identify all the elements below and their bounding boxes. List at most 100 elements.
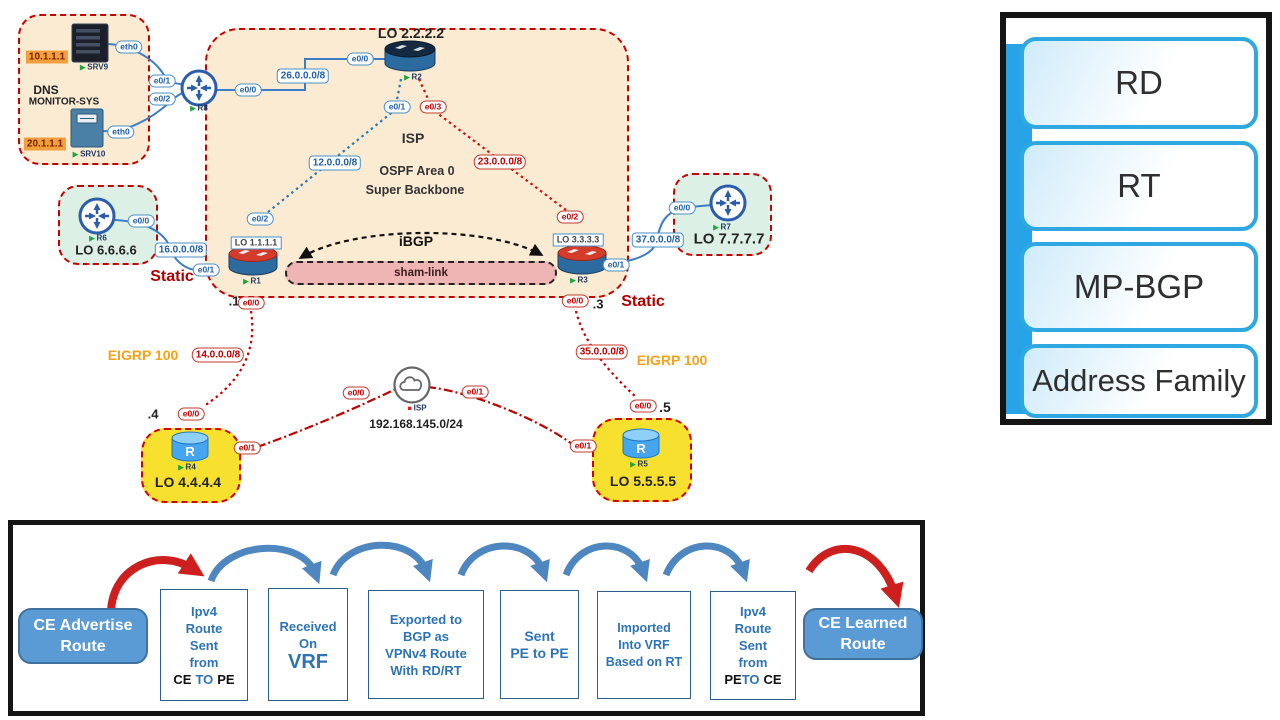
server-srv10-icon (70, 108, 104, 148)
r8-e0-1: e0/1 (148, 74, 176, 88)
button-address-family[interactable]: Address Family (1020, 344, 1258, 418)
net-26: 26.0.0.0/8 (276, 68, 330, 84)
flow-end-line1: CE Learned (818, 615, 908, 632)
net-14: 14.0.0.0/8 (191, 347, 245, 363)
link-r1-r4 (203, 310, 254, 407)
router-r4-icon: R (171, 431, 209, 462)
srv9-name: SRV9 (80, 63, 108, 72)
arrow-1-2 (207, 544, 322, 585)
r2-loopback: LO 2.2.2.2 (377, 25, 445, 41)
r1-name: R1 (243, 277, 261, 286)
flow-end-line2: Route (840, 636, 886, 653)
net-23: 23.0.0.0/8 (473, 154, 527, 170)
r3-e0-0: e0/0 (561, 294, 589, 308)
r2-e0-1: e0/1 (383, 100, 411, 114)
flow-start-line1: CE Advertise (33, 617, 133, 634)
link-cloud-r5 (426, 385, 573, 445)
isp-cloud-icon (393, 366, 431, 404)
arrow-4-5 (562, 542, 650, 583)
r6-loopback: LO 6.6.6.6 (75, 242, 137, 258)
net-12: 12.0.0.0/8 (308, 155, 362, 171)
arrow-3-4 (457, 542, 550, 583)
flow-start-line2: Route (60, 638, 106, 655)
svg-text:R: R (185, 444, 195, 459)
r4-e0-0: e0/0 (177, 407, 205, 421)
vpn-terms-panel: RD RT MP-BGP Address Family (1000, 12, 1272, 425)
r8-e0-0: e0/0 (234, 83, 262, 97)
r5-host-digit: .5 (659, 399, 671, 415)
super-backbone-label: Super Backbone (365, 183, 465, 197)
r1-e0-1: e0/1 (192, 263, 220, 277)
srv10-name: SRV10 (73, 150, 105, 159)
r2-e0-0: e0/0 (346, 52, 374, 66)
router-r5-icon: R (622, 428, 660, 459)
r4-loopback: LO 4.4.4.4 (154, 474, 222, 490)
button-rt[interactable]: RT (1020, 141, 1258, 231)
router-r1-icon (228, 246, 278, 276)
srv10-eth0: eth0 (107, 125, 135, 139)
r3-e0-2: e0/2 (556, 210, 584, 224)
r6-name: R6 (89, 234, 107, 243)
r2-e0-3: e0/3 (419, 100, 447, 114)
ibgp-arc (298, 231, 544, 259)
net-37: 37.0.0.0/8 (631, 232, 685, 248)
arrow-end-red (805, 544, 904, 608)
router-r6-icon (78, 197, 116, 235)
ibgp-label: iBGP (398, 233, 434, 249)
net-145: 192.168.145.0/24 (369, 417, 463, 431)
arrow-start-red (107, 553, 205, 612)
topology-canvas: R R (70, 23, 747, 462)
flow-end-box: CE Learned Route (803, 608, 923, 660)
eigrp-label-right: EIGRP 100 (636, 352, 708, 368)
r4-name: R4 (178, 463, 196, 472)
link-r3-r5 (574, 310, 638, 399)
r4-e0-1: e0/1 (233, 441, 261, 455)
cloud-e0-1: e0/1 (461, 385, 489, 399)
srv10-ip-label: 20.1.1.1 (23, 137, 67, 151)
r2-name: R2 (404, 73, 422, 82)
dns-title: DNS (33, 83, 59, 97)
r1-e0-2: e0/2 (246, 212, 274, 226)
router-r2-icon (384, 40, 436, 72)
router-r7-icon (709, 184, 747, 222)
ospf-area-label: OSPF Area 0 (379, 164, 455, 178)
eigrp-label-left: EIGRP 100 (107, 347, 179, 363)
r5-e0-1: e0/1 (569, 439, 597, 453)
r5-name: R5 (630, 460, 648, 469)
r8-e0-2: e0/2 (148, 92, 176, 106)
static-label-left: Static (150, 268, 194, 285)
r1-e0-0: e0/0 (237, 296, 265, 310)
cloud-e0-0: e0/0 (342, 386, 370, 400)
arrow-5-6 (662, 542, 750, 583)
svg-text:R: R (636, 441, 646, 456)
flow-start-box: CE Advertise Route (18, 608, 148, 664)
r3-e0-1: e0/1 (602, 258, 630, 272)
net-16: 16.0.0.0/8 (154, 242, 208, 258)
srv9-eth0: eth0 (115, 40, 143, 54)
r3-host-digit: .3 (592, 296, 604, 312)
r4-host-digit: .4 (147, 406, 159, 422)
router-r8-icon (180, 69, 218, 107)
r3-loopback-chip: LO 3.3.3.3 (552, 233, 604, 247)
router-r3-icon (557, 245, 607, 275)
r7-name: R7 (713, 223, 731, 232)
arrow-2-3 (329, 541, 433, 583)
cloud-name: ISP (407, 404, 427, 413)
isp-core-title: ISP (401, 130, 425, 146)
r5-e0-0: e0/0 (629, 399, 657, 413)
button-mp-bgp[interactable]: MP-BGP (1020, 242, 1258, 332)
r6-e0-0: e0/0 (127, 214, 155, 228)
static-label-right: Static (621, 293, 665, 310)
r1-loopback-chip: LO 1.1.1.1 (230, 236, 282, 250)
flow-arrows (107, 541, 904, 612)
button-rd[interactable]: RD (1020, 37, 1258, 129)
srv9-ip-label: 10.1.1.1 (25, 50, 69, 64)
r8-name: R8 (190, 104, 208, 113)
